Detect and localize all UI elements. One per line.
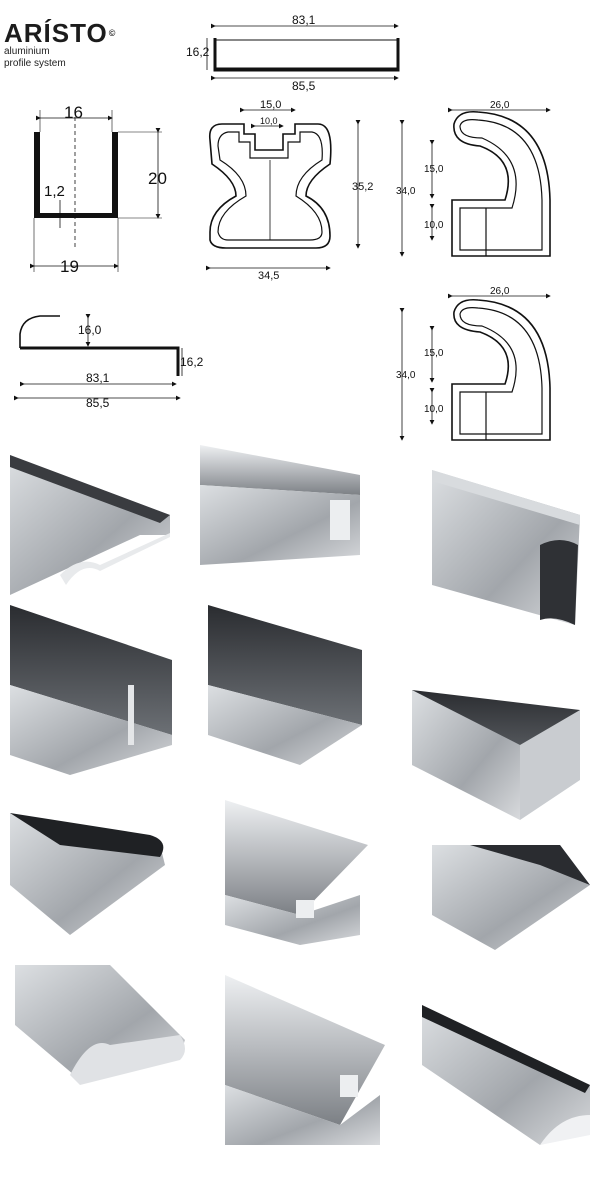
top-channel-width-outer: 85,5 — [292, 79, 316, 93]
brand-name: ARÍSTO — [4, 18, 108, 48]
brand-logo: ARÍSTO© aluminium profile system — [4, 20, 116, 70]
round-profile-a-drawing: 26,0 34,0 15,0 10,0 — [396, 100, 551, 257]
lip-rail-profile-photo — [10, 455, 170, 595]
u-channel-profile-photo-2 — [412, 690, 580, 820]
hourglass-profile-photo — [432, 470, 580, 625]
rounded-rail-profile-photo — [15, 965, 185, 1085]
product-photos — [10, 445, 590, 1145]
double-t-drawing: 15,0 10,0 35,2 34,5 — [206, 99, 373, 282]
technical-drawings: 83,1 85,5 16,2 16 20 1,2 19 15,0 10,0 35… — [14, 13, 551, 441]
lip-profile-width-inner: 83,1 — [86, 371, 110, 385]
top-channel-drawing: 83,1 85,5 16,2 — [186, 13, 400, 93]
round-b-lower: 10,0 — [424, 404, 444, 415]
t-slot-profile-photo-3 — [225, 975, 385, 1145]
u-channel-bottom-width: 19 — [60, 257, 79, 276]
rounded-handle-profile-photo — [422, 1005, 590, 1145]
lip-profile-lip: 16,0 — [78, 323, 102, 337]
double-channel-profile-photo — [10, 605, 172, 775]
round-b-upper: 15,0 — [424, 348, 444, 359]
rounded-lip-profile-photo — [10, 813, 165, 935]
t-slot-profile-photo-1 — [200, 445, 360, 565]
flat-channel-profile-photo — [432, 845, 590, 950]
round-profile-b-drawing: 26,0 34,0 15,0 10,0 — [396, 286, 551, 441]
round-b-width: 26,0 — [490, 286, 510, 297]
top-channel-width-inner: 83,1 — [292, 13, 316, 27]
registered-mark: © — [108, 28, 117, 38]
t-slot-profile-photo-2 — [225, 800, 368, 945]
round-a-upper: 15,0 — [424, 164, 444, 175]
double-t-top: 15,0 — [260, 99, 281, 111]
double-t-height: 35,2 — [352, 181, 373, 193]
brand-tagline-1: aluminium — [4, 46, 50, 57]
lip-profile-height: 16,2 — [180, 355, 204, 369]
double-t-width: 34,5 — [258, 270, 279, 282]
u-channel-drawing: 16 20 1,2 19 — [30, 103, 167, 276]
round-a-height: 34,0 — [396, 186, 416, 197]
round-b-height: 34,0 — [396, 370, 416, 381]
top-channel-height: 16,2 — [186, 45, 210, 59]
u-channel-wall: 1,2 — [44, 183, 65, 200]
lip-profile-width-outer: 85,5 — [86, 396, 110, 410]
brand-tagline-2: profile system — [4, 58, 66, 69]
u-channel-top-width: 16 — [64, 103, 83, 122]
round-a-width: 26,0 — [490, 100, 510, 111]
u-channel-height: 20 — [148, 169, 167, 188]
u-channel-profile-photo-1 — [208, 605, 362, 765]
round-a-lower: 10,0 — [424, 220, 444, 231]
lip-profile-drawing: 16,0 16,2 83,1 85,5 — [14, 314, 204, 410]
double-t-inner: 10,0 — [260, 116, 278, 126]
